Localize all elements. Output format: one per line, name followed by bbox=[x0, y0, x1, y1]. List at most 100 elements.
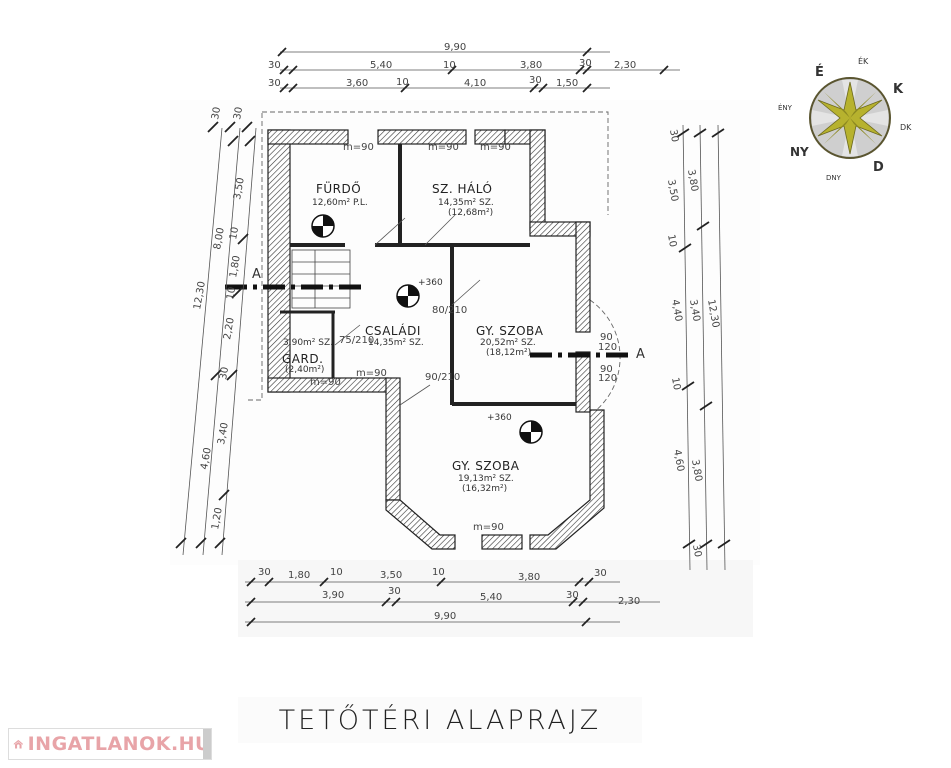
roof-outline bbox=[248, 111, 609, 401]
room-area: 14,35m² SZ. bbox=[438, 198, 494, 208]
outer-walls bbox=[267, 129, 605, 550]
logo-text: INGATLANOK.HU bbox=[27, 733, 211, 755]
dim-label: 5,40 bbox=[370, 60, 392, 71]
section-marker-left: A bbox=[252, 267, 261, 282]
dim-label: 4,10 bbox=[464, 78, 486, 89]
compass-label-e: K bbox=[893, 82, 904, 97]
room-area: 20,52m² SZ. bbox=[480, 338, 536, 348]
room-name-gardrob: GARD. bbox=[282, 352, 323, 366]
room-net-area: (12,68m²) bbox=[448, 208, 493, 218]
dim-label: 9,90 bbox=[444, 42, 466, 53]
dim-label: 12,30 bbox=[705, 299, 721, 329]
drawing-title-box: TETŐTÉRI ALAPRAJZ bbox=[238, 697, 642, 743]
dim-label: 30 bbox=[218, 366, 231, 380]
dim-label: 1,50 bbox=[556, 78, 578, 89]
dim-label: 3,40 bbox=[687, 299, 702, 323]
window-height: m=90 bbox=[428, 142, 459, 153]
dim-label: 10 bbox=[665, 234, 678, 248]
dim-label: 1,20 bbox=[210, 507, 225, 531]
dim-label: 3,80 bbox=[520, 60, 542, 71]
dim-label: 9,90 bbox=[434, 611, 456, 622]
room-name-furdo: FÜRDŐ bbox=[316, 180, 361, 196]
dim-label: 3,50 bbox=[380, 570, 402, 581]
dim-label: 30 bbox=[529, 75, 542, 86]
dim-label: 10 bbox=[443, 60, 456, 71]
bay-dim: 120 bbox=[598, 342, 617, 353]
dim-label: 30 bbox=[268, 78, 281, 89]
ingatlanok-logo[interactable]: INGATLANOK.HU bbox=[8, 728, 212, 760]
room-name-csaladi: CSALÁDI bbox=[365, 323, 421, 338]
bay-dim: 120 bbox=[598, 373, 617, 384]
door-size: 75/210 bbox=[339, 335, 374, 346]
room-name-haloszoba: SZ. HÁLÓ bbox=[432, 181, 492, 196]
room-net-area: (2,40m²) bbox=[285, 365, 324, 375]
dim-label: 4,40 bbox=[669, 299, 684, 323]
compass-rose-icon bbox=[809, 77, 891, 159]
dim-label: 3,80 bbox=[689, 459, 704, 483]
dim-label: 3,80 bbox=[685, 169, 700, 193]
dimension-left bbox=[175, 121, 257, 556]
dimension-right bbox=[676, 124, 731, 571]
dim-label: 2,20 bbox=[222, 317, 237, 341]
window-height: m=90 bbox=[343, 142, 374, 153]
dim-label: 30 bbox=[690, 544, 703, 558]
dim-label: 1,80 bbox=[228, 255, 243, 279]
dim-label: 5,40 bbox=[480, 592, 502, 603]
dim-label: 2,30 bbox=[614, 60, 636, 71]
dim-label: 2,30 bbox=[618, 596, 640, 607]
section-marker-right: A bbox=[636, 347, 645, 362]
room-name-gyerekszoba-1: GY. SZOBA bbox=[476, 324, 544, 338]
dim-label: 30 bbox=[594, 568, 607, 579]
compass-label-ne: ÉK bbox=[858, 55, 869, 66]
drawing-title: TETŐTÉRI ALAPRAJZ bbox=[278, 704, 602, 736]
level-symbol-icon bbox=[311, 214, 543, 444]
dim-label: 3,60 bbox=[346, 78, 368, 89]
room-name-gyerekszoba-2: GY. SZOBA bbox=[452, 459, 520, 473]
dimension-bottom bbox=[245, 577, 660, 627]
house-icon bbox=[13, 739, 23, 749]
compass-label-w: NY bbox=[790, 145, 809, 159]
logo-bar bbox=[203, 729, 211, 759]
window-height: m=90 bbox=[356, 368, 387, 379]
dim-label: 30 bbox=[579, 58, 592, 69]
dim-label: 30 bbox=[388, 586, 401, 597]
door-size: 90/210 bbox=[425, 372, 460, 383]
dim-label: 30 bbox=[210, 106, 223, 120]
compass-label-sw: DNY bbox=[826, 174, 842, 182]
dim-label: 30 bbox=[667, 129, 680, 143]
dim-label: 4,60 bbox=[671, 449, 686, 473]
compass-label-nw: ÉNY bbox=[778, 103, 793, 112]
dim-label: 3,50 bbox=[665, 179, 680, 203]
dim-label: 3,40 bbox=[216, 422, 231, 446]
level-mark: +360 bbox=[418, 278, 443, 288]
dim-label: 12,30 bbox=[192, 280, 208, 310]
door-swings bbox=[334, 214, 481, 406]
compass-label-n: É bbox=[815, 64, 824, 80]
dim-label: 10 bbox=[432, 567, 445, 578]
dim-label: 3,80 bbox=[518, 572, 540, 583]
dim-label: 1,80 bbox=[288, 570, 310, 581]
room-net-area: (18,12m²) bbox=[486, 348, 531, 358]
level-mark: +360 bbox=[487, 413, 512, 423]
dim-label: 3,90 bbox=[322, 590, 344, 601]
dim-label: 10 bbox=[330, 567, 343, 578]
window-height: m=90 bbox=[480, 142, 511, 153]
room-net-area: (16,32m²) bbox=[462, 484, 507, 494]
section-line: A A bbox=[225, 267, 645, 362]
dimension-top bbox=[277, 47, 680, 93]
dim-label: 8,00 bbox=[212, 227, 227, 251]
window-height: m=90 bbox=[473, 522, 504, 533]
dim-label: 10 bbox=[225, 286, 238, 300]
bay-dim: 90 bbox=[600, 364, 613, 375]
dim-label: 3,50 bbox=[232, 177, 247, 201]
dim-label: 30 bbox=[258, 567, 271, 578]
room-area: 3,90m² SZ. bbox=[283, 338, 333, 348]
paper-strip bbox=[238, 560, 753, 637]
room-area: 12,60m² P.L. bbox=[312, 198, 368, 208]
dim-label: 10 bbox=[396, 77, 409, 88]
dim-label: 30 bbox=[268, 60, 281, 71]
dim-label: 10 bbox=[669, 377, 682, 391]
window-height: m=90 bbox=[310, 377, 341, 388]
paper-sheet bbox=[170, 100, 760, 565]
